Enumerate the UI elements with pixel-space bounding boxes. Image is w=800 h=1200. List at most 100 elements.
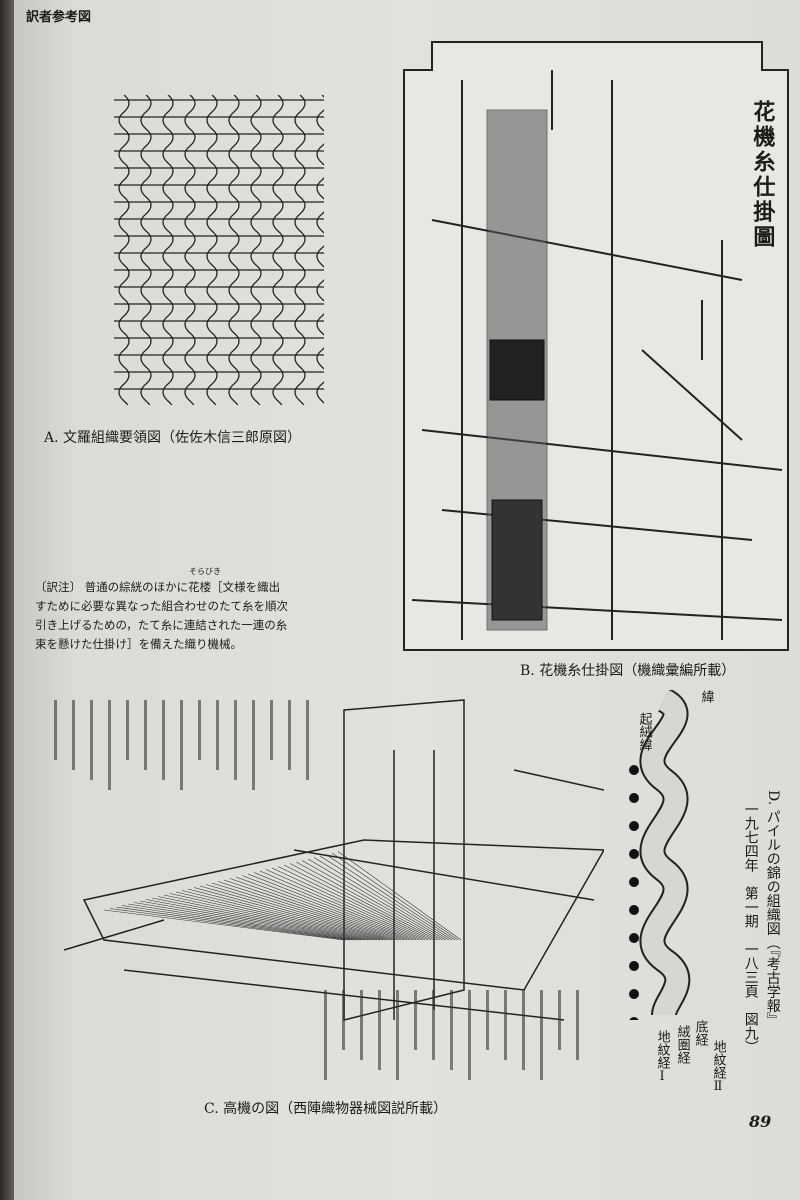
- label-pile-warp: 絨圏経: [674, 1025, 690, 1064]
- figure-a-weave-diagram: [114, 95, 324, 405]
- weft-dot: [629, 961, 639, 971]
- annotation-text-column: [576, 990, 579, 1060]
- weft-dot: [629, 877, 639, 887]
- weft-dot: [629, 821, 639, 831]
- warp-thread: [163, 894, 375, 941]
- warp-curve: [294, 95, 306, 405]
- annotation-text-column: [252, 700, 255, 790]
- warp-thread: [253, 872, 420, 941]
- label-ground-warp-2: 地紋経Ⅱ: [710, 1040, 726, 1094]
- warp-thread: [313, 857, 450, 941]
- warp-thread: [307, 858, 447, 941]
- book-spine-shadow: [0, 0, 16, 1200]
- figure-b-caption: B. 花機糸仕掛図（機織彙編所載）: [520, 663, 736, 679]
- warp-thread: [211, 882, 399, 941]
- warp-thread: [247, 873, 417, 941]
- annotation-text-column: [216, 700, 219, 770]
- annotation-text-column: [270, 700, 273, 760]
- warp-thread: [325, 854, 456, 941]
- warp-thread: [271, 867, 429, 941]
- warp-curve: [272, 95, 284, 405]
- warp-thread: [181, 890, 384, 941]
- figure-a-caption: A. 文羅組織要領図（佐佐木信三郎原図）: [44, 430, 302, 446]
- warp-thread: [115, 906, 351, 941]
- annotation-text-column: [342, 990, 345, 1050]
- figure-b-title: 花機糸仕掛圖: [749, 100, 776, 250]
- warp-thread: [169, 893, 378, 941]
- annotation-text-column: [72, 700, 75, 770]
- weft-dot: [629, 849, 639, 859]
- annotation-text-column: [324, 990, 327, 1080]
- annotation-text-column: [90, 700, 93, 780]
- warp-thread: [277, 866, 432, 941]
- annotation-text-column: [468, 990, 471, 1080]
- warp-thread: [217, 881, 402, 941]
- warp-curve: [250, 95, 262, 405]
- warp-thread: [205, 884, 396, 941]
- page-number: 89: [749, 1112, 772, 1131]
- warp-thread: [193, 887, 390, 941]
- warp-thread: [175, 891, 381, 941]
- annotation-text-column: [486, 990, 489, 1050]
- weft-dot: [629, 933, 639, 943]
- warp-thread: [283, 864, 435, 941]
- weft-dot: [629, 905, 639, 915]
- annotation-text-column: [126, 700, 129, 760]
- translator-note: 〔訳注〕 普通の綜絖のほかに花楼［文様を織出すために必要な異なった組合わせのたて…: [35, 580, 288, 651]
- warp-thread: [109, 908, 348, 941]
- figure-d-caption-line1: D. パイルの錦の組織図（『考古学報』: [764, 790, 781, 1027]
- figure-d-pile-weave-diagram: [629, 690, 691, 1020]
- warp-thread: [235, 876, 411, 941]
- warp-curve: [118, 95, 130, 405]
- warp-thread: [295, 861, 441, 941]
- annotation-text-column: [540, 990, 543, 1080]
- annotation-text-column: [378, 990, 381, 1070]
- warp-thread: [157, 896, 372, 941]
- annotation-text-column: [558, 990, 561, 1050]
- warp-thread: [289, 863, 438, 941]
- annotation-text-column: [180, 700, 183, 790]
- weft-dot: [629, 765, 639, 775]
- warp-thread: [229, 878, 408, 941]
- annotation-text-column: [288, 700, 291, 770]
- label-base-warp: 底経: [692, 1020, 708, 1046]
- ruby-annotation: そらびき: [189, 567, 221, 576]
- figure-c-caption: C. 高機の図（西陣織物器械図説所載）: [204, 1101, 448, 1117]
- warp-thread: [319, 855, 453, 941]
- annotation-text-column: [54, 700, 57, 760]
- book-page: 訳者参考図 A. 文羅組織要領図（佐佐木信三郎原図） 花機糸仕掛圖 B. 花機糸…: [14, 0, 800, 1200]
- annotation-text-column: [198, 700, 201, 760]
- label-pile-weft: 起絨緯: [636, 712, 652, 751]
- warp-thread: [121, 905, 354, 941]
- weft-dot: [629, 989, 639, 999]
- warp-thread: [337, 851, 462, 941]
- annotation-text-column: [234, 700, 237, 780]
- warp-thread: [139, 900, 363, 941]
- annotation-text-column: [396, 990, 399, 1080]
- weft-dot: [629, 793, 639, 803]
- warp-thread: [223, 879, 405, 941]
- warp-thread: [133, 902, 360, 941]
- annotation-text-column: [432, 990, 435, 1060]
- weft-dot: [629, 1017, 639, 1020]
- warp-curve: [228, 95, 240, 405]
- annotation-text-column: [450, 990, 453, 1070]
- warp-curve: [184, 95, 196, 405]
- warp-thread: [265, 869, 426, 941]
- warp-thread: [151, 897, 369, 941]
- figure-c-loom-drawing: [54, 699, 604, 1080]
- warp-thread: [127, 903, 357, 941]
- warp-thread: [301, 860, 444, 941]
- warp-thread: [199, 885, 393, 941]
- warp-curve: [140, 95, 152, 405]
- annotation-text-column: [360, 990, 363, 1060]
- annotation-text-column: [414, 990, 417, 1050]
- warp-thread: [187, 888, 387, 941]
- warp-thread: [103, 909, 345, 941]
- annotation-text-column: [108, 700, 111, 790]
- warp-thread: [259, 870, 423, 941]
- warp-thread: [331, 852, 459, 941]
- warp-curve: [162, 95, 174, 405]
- warp-curve: [316, 95, 324, 404]
- label-weft: 緯: [698, 690, 714, 703]
